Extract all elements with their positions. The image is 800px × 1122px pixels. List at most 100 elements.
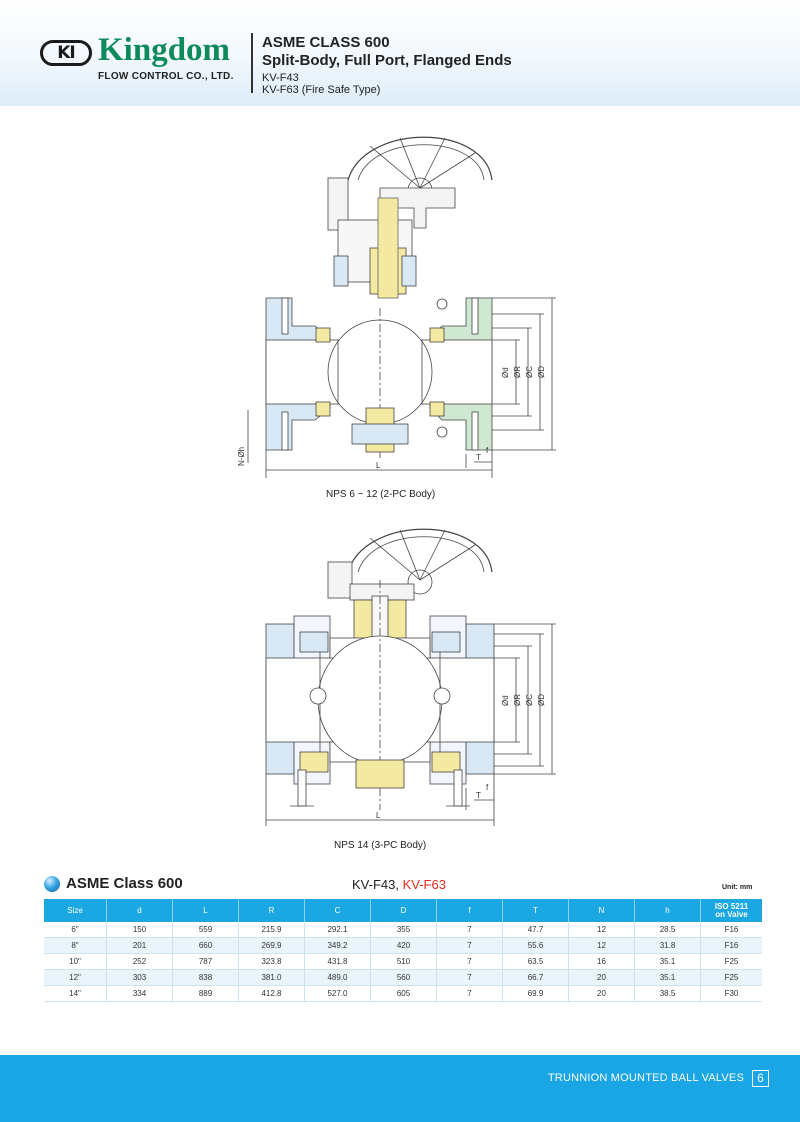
logo-name: Kingdom	[98, 32, 231, 68]
dim-label-d: Ød	[501, 367, 510, 378]
table-cell: 889	[172, 985, 239, 1002]
table-cell: 838	[172, 969, 239, 986]
table-cell: 201	[106, 937, 173, 954]
table-cell: 28.5	[634, 922, 701, 938]
table-cell: 7	[436, 985, 503, 1002]
table-cell: 510	[370, 953, 437, 970]
table-cell: 323.8	[238, 953, 305, 970]
table-cell: 12	[568, 922, 635, 938]
table-cell: 355	[370, 922, 437, 938]
dim-label-dd-2: ØD	[537, 694, 546, 706]
table-cell: 31.8	[634, 937, 701, 954]
col-f: f	[436, 899, 503, 922]
dim-label-l: L	[376, 461, 381, 470]
table-cell: F25	[700, 953, 762, 970]
col-d: d	[106, 899, 173, 922]
table-cell: 16	[568, 953, 635, 970]
table-cell: 35.1	[634, 953, 701, 970]
table-cell: F25	[700, 969, 762, 986]
table-row: 14" 334 889 412.8 527.0 605 7 69.9 20 38…	[44, 985, 762, 1002]
table-cell: 527.0	[304, 985, 371, 1002]
table-cell: 69.9	[502, 985, 569, 1002]
table-row: 12" 303 838 381.0 489.0 560 7 66.7 20 35…	[44, 969, 762, 986]
table-cell: 8"	[44, 937, 107, 954]
table-cell: 303	[106, 969, 173, 986]
table-cell: 215.9	[238, 922, 305, 938]
col-l: L	[172, 899, 239, 922]
table-cell: 20	[568, 985, 635, 1002]
page-number: 6	[752, 1070, 769, 1087]
col-iso-line2: on Valve	[715, 909, 748, 919]
col-c: C	[304, 899, 371, 922]
table-cell: 787	[172, 953, 239, 970]
dim-label-c: ØC	[525, 366, 534, 378]
handwheel-arc-outer-2	[347, 528, 493, 573]
table-cell: 292.1	[304, 922, 371, 938]
dim-label-r-2: ØR	[513, 694, 522, 706]
table-cell: 349.2	[304, 937, 371, 954]
table-cell: 7	[436, 922, 503, 938]
table-cell: 660	[172, 937, 239, 954]
dim-label-t: T	[476, 453, 481, 462]
table-cell: 334	[106, 985, 173, 1002]
dim-label-f-2: f	[486, 783, 489, 792]
section-model-b: KV-F63	[402, 877, 446, 892]
model-list: KV-F43 KV-F63 (Fire Safe Type)	[262, 72, 380, 96]
col-t: T	[502, 899, 569, 922]
section-models: KV-F43, KV-F63	[352, 877, 446, 892]
table-cell: 431.8	[304, 953, 371, 970]
col-h: h	[634, 899, 701, 922]
handwheel-arc-outer	[347, 136, 493, 181]
valve-drawing-3pc: Ød ØR ØC ØD L T f	[265, 528, 556, 826]
page-header: KI Kingdom FLOW CONTROL CO., LTD. ASME C…	[0, 0, 800, 106]
table-cell: 412.8	[238, 985, 305, 1002]
table-cell: 7	[436, 969, 503, 986]
col-n: N	[568, 899, 635, 922]
page-title: ASME CLASS 600 Split-Body, Full Port, Fl…	[262, 34, 512, 70]
table-cell: 38.5	[634, 985, 701, 1002]
col-r: R	[238, 899, 305, 922]
section-model-a: KV-F43,	[352, 877, 403, 892]
table-cell: 47.7	[502, 922, 569, 938]
table-row: 8" 201 660 269.9 349.2 420 7 55.6 12 31.…	[44, 937, 762, 954]
table-cell: 6"	[44, 922, 107, 938]
dim-label-l-2: L	[376, 811, 381, 820]
dim-label-c-2: ØC	[525, 694, 534, 706]
col-dd: D	[370, 899, 437, 922]
table-cell: 63.5	[502, 953, 569, 970]
drawing-caption-2pc: NPS 6 ~ 12 (2-PC Body)	[326, 489, 436, 500]
dim-label-nh: N-Øh	[237, 447, 246, 466]
table-cell: 605	[370, 985, 437, 1002]
table-cell: 559	[172, 922, 239, 938]
table-cell: 12"	[44, 969, 107, 986]
dim-label-dd: ØD	[537, 366, 546, 378]
table-cell: 489.0	[304, 969, 371, 986]
col-iso-line1: ISO 5211	[714, 901, 749, 911]
page-footer: TRUNNION MOUNTED BALL VALVES 6	[0, 1055, 800, 1122]
table-row: 6" 150 559 215.9 292.1 355 7 47.7 12 28.…	[44, 922, 762, 938]
table-cell: 66.7	[502, 969, 569, 986]
valve-drawing-2pc: Ød ØR ØC ØD L T f N-Øh	[237, 136, 556, 478]
dim-label-r: ØR	[513, 366, 522, 378]
table-cell: 20	[568, 969, 635, 986]
table-cell: 10"	[44, 953, 107, 970]
bottom-trunnion-2	[355, 759, 405, 789]
model-kv-f43: KV-F43	[262, 72, 299, 84]
header-divider	[251, 33, 253, 93]
table-cell: 269.9	[238, 937, 305, 954]
unit-label: Unit: mm	[722, 884, 753, 891]
model-kv-f63: KV-F63 (Fire Safe Type)	[262, 84, 381, 96]
table-cell: 252	[106, 953, 173, 970]
table-cell: 7	[436, 953, 503, 970]
table-cell: F30	[700, 985, 762, 1002]
handwheel-arc-inner	[357, 144, 485, 181]
table-cell: 12	[568, 937, 635, 954]
footer-text: TRUNNION MOUNTED BALL VALVES	[547, 1072, 744, 1084]
table-cell: 14"	[44, 985, 107, 1002]
table-cell: 55.6	[502, 937, 569, 954]
table-cell: 381.0	[238, 969, 305, 986]
table-cell: 420	[370, 937, 437, 954]
dim-label-d-2: Ød	[501, 695, 510, 706]
drawing-caption-3pc: NPS 14 (3-PC Body)	[334, 840, 427, 851]
